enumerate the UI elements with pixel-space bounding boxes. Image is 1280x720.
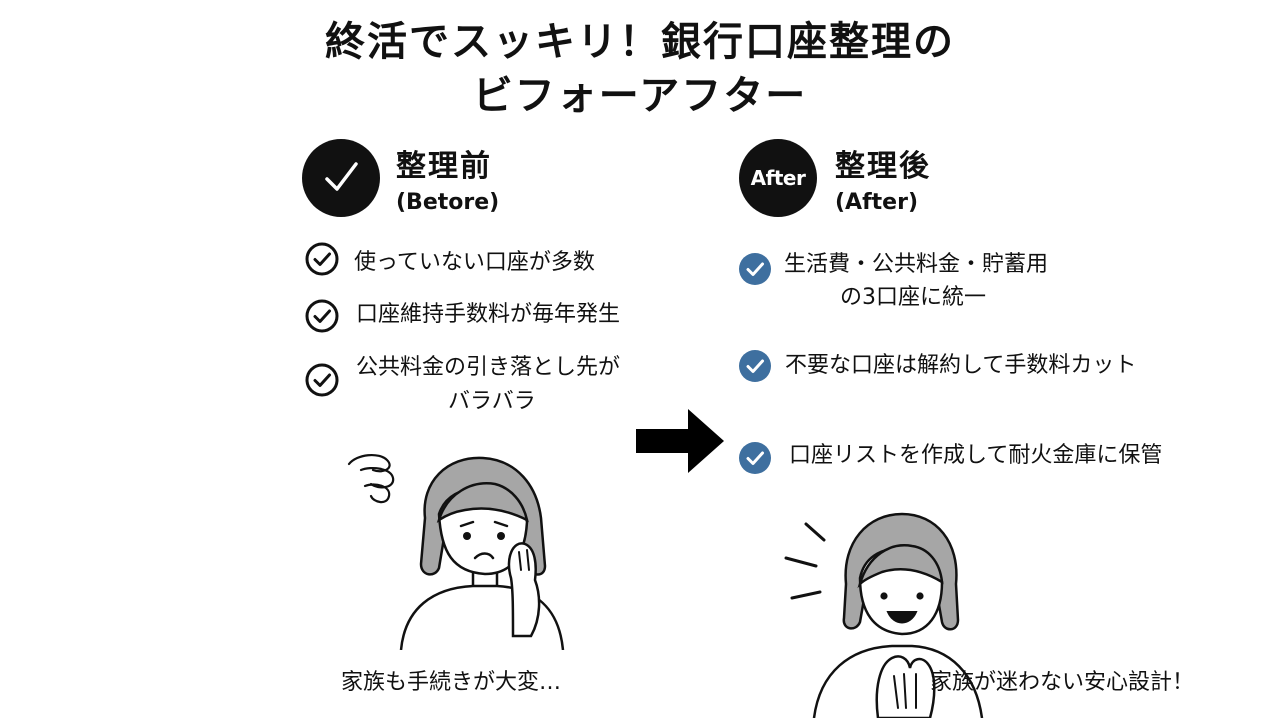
confusion-swirl-icon bbox=[347, 454, 395, 504]
before-title: 整理前 bbox=[396, 149, 492, 184]
worried-woman-illustration bbox=[347, 454, 565, 650]
after-item-3: 口座リストを作成して耐火金庫に保管 bbox=[789, 443, 1163, 468]
check-circle-outline-icon bbox=[305, 242, 339, 276]
happy-woman-illustration bbox=[784, 512, 984, 718]
check-circle-outline-icon bbox=[305, 363, 339, 397]
after-item-1-line-1: 生活費・公共料金・貯蓄用 bbox=[784, 252, 1049, 277]
after-title: 整理後 bbox=[835, 149, 931, 184]
after-caption: 家族が迷わない安心設計！ bbox=[930, 670, 1195, 695]
after-subtitle: (After) bbox=[835, 190, 918, 215]
joy-lines-icon bbox=[784, 522, 826, 600]
before-item-2: 口座維持手数料が毎年発生 bbox=[356, 302, 621, 327]
before-item-3-line-1: 公共料金の引き落とし先が bbox=[356, 355, 621, 380]
check-circle-filled-icon bbox=[738, 349, 772, 383]
after-badge: After bbox=[739, 139, 817, 217]
page-title-line-2: ビフォーアフター bbox=[472, 73, 808, 119]
before-subtitle: (Betore) bbox=[396, 190, 500, 215]
after-badge-label: After bbox=[750, 166, 806, 190]
page-title-line-1: 終活でスッキリ！銀行口座整理の bbox=[325, 19, 955, 65]
after-item-1-line-2: の3口座に統一 bbox=[840, 285, 986, 310]
check-circle-outline-icon bbox=[305, 299, 339, 333]
checkmark-icon bbox=[325, 162, 358, 191]
after-item-2: 不要な口座は解約して手数料カット bbox=[785, 353, 1137, 378]
before-badge-checkmark-icon bbox=[302, 139, 380, 217]
before-caption: 家族も手続きが大変… bbox=[341, 670, 562, 695]
check-circle-filled-icon bbox=[738, 252, 772, 286]
check-circle-filled-icon bbox=[738, 441, 772, 475]
before-item-1: 使っていない口座が多数 bbox=[354, 250, 595, 275]
right-arrow-icon bbox=[634, 405, 726, 477]
before-item-3-line-2: バラバラ bbox=[448, 389, 536, 414]
